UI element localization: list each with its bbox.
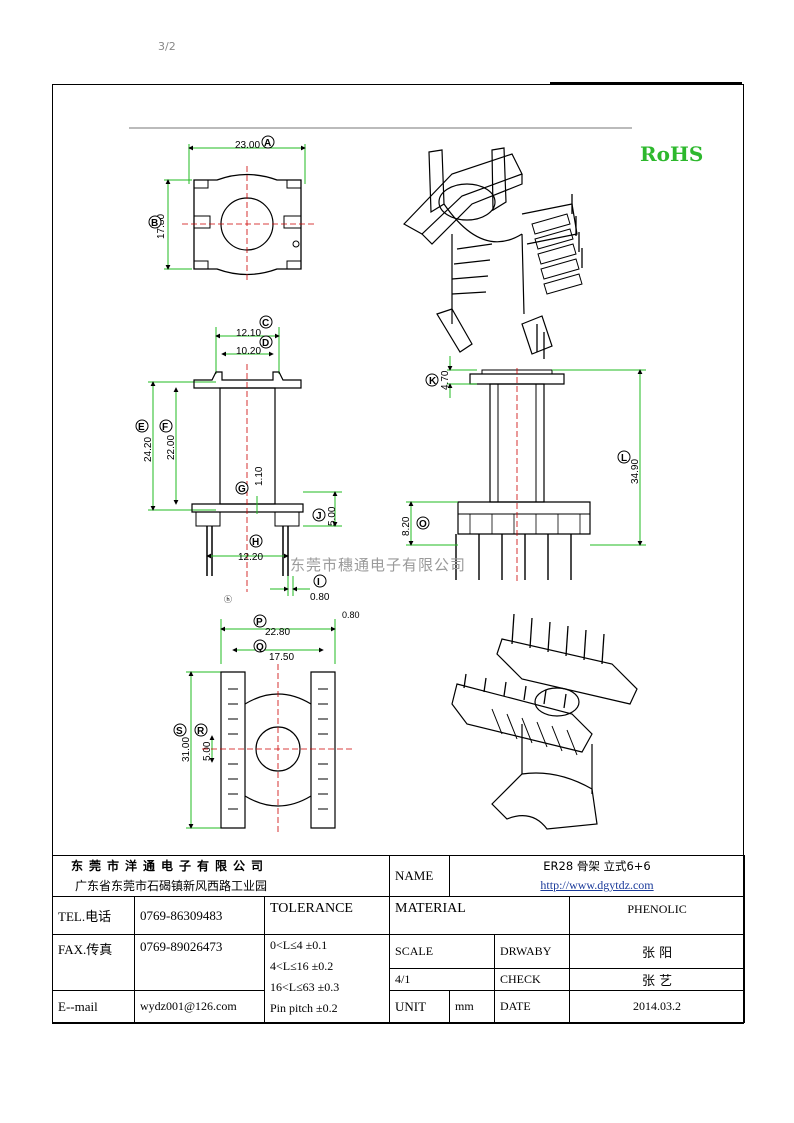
technical-drawing: 23.00 A 17.80 B 12.10 C 10.20 D bbox=[129, 127, 646, 834]
label-r: R bbox=[197, 726, 205, 737]
isometric-view-bottom bbox=[451, 613, 638, 830]
tel-value: 0769-86309483 bbox=[134, 896, 265, 935]
tolerance-row: 16<L≤63 ±0.3 bbox=[270, 980, 340, 994]
check-label: CHECK bbox=[494, 968, 571, 991]
frame-tab bbox=[550, 82, 742, 85]
tolerance-row: 0<L≤4 ±0.1 bbox=[270, 938, 328, 952]
unit-label: UNIT bbox=[389, 990, 451, 1023]
date-label: DATE bbox=[494, 990, 571, 1023]
page-mark: 3/2 bbox=[158, 40, 176, 53]
dim-p-value: 22.80 bbox=[265, 627, 290, 638]
top-view: 23.00 A 17.80 B bbox=[148, 135, 314, 282]
label-s: S bbox=[176, 726, 183, 737]
label-i: I bbox=[317, 577, 320, 588]
title-block: 东莞市洋通电子有限公司 NAME ER28 骨架 立式6+6 广东省东莞市石碣镇… bbox=[51, 855, 746, 1024]
tolerance-table: 0<L≤4 ±0.1 4<L≤16 ±0.2 16<L≤63 ±0.3 Pin … bbox=[263, 934, 391, 1023]
label-e: E bbox=[138, 422, 145, 433]
material-label: MATERIAL bbox=[389, 896, 571, 935]
dim-c-value: 12.10 bbox=[236, 328, 261, 339]
label-k: K bbox=[429, 376, 437, 387]
isometric-view-top bbox=[403, 147, 583, 359]
label-l: L bbox=[621, 453, 627, 464]
dim-d-value: 10.20 bbox=[236, 346, 261, 357]
company-address: 广东省东莞市石碣镇新风西路工业园 bbox=[51, 875, 391, 897]
fax-label: FAX.传真 bbox=[52, 934, 135, 991]
dim-f-value: 22.00 bbox=[166, 435, 177, 460]
label-o: O bbox=[419, 519, 427, 530]
drawing-frame bbox=[52, 84, 744, 1024]
watermark: 东莞市穗通电子有限公司 bbox=[290, 556, 467, 574]
date-value: 2014.03.2 bbox=[569, 990, 746, 1023]
dim-e-value: 24.20 bbox=[143, 437, 154, 462]
dim-r-value: 5.00 bbox=[202, 741, 213, 761]
drawn-value: 张 阳 bbox=[569, 934, 746, 969]
label-c: C bbox=[262, 318, 269, 329]
name-value: ER28 骨架 立式6+6 bbox=[449, 855, 746, 876]
check-value: 张 艺 bbox=[569, 968, 746, 991]
dim-q-value: 17.50 bbox=[269, 652, 294, 663]
dim-a-value: 23.00 bbox=[235, 140, 260, 151]
dim-s-value: 31.00 bbox=[181, 737, 192, 762]
dim-l-value: 34.90 bbox=[630, 459, 641, 484]
label-g: G bbox=[238, 484, 246, 495]
dim-h-value: 12.20 bbox=[238, 552, 263, 563]
label-p: P bbox=[256, 617, 263, 628]
dim-k-value: 4.70 bbox=[440, 370, 451, 390]
email-label: E--mail bbox=[52, 990, 135, 1023]
side-view: 4.70 K 34.90 L 8.20 O bbox=[401, 356, 646, 584]
scale-value: 4/1 bbox=[389, 968, 496, 991]
rohs-mark: RoHS bbox=[640, 142, 704, 166]
tolerance-row: 4<L≤16 ±0.2 bbox=[270, 959, 334, 973]
dim-i-value: 0.80 bbox=[310, 592, 330, 603]
label-f: F bbox=[162, 422, 168, 433]
name-label: NAME bbox=[389, 855, 451, 897]
email-value: wydz001@126.com bbox=[134, 990, 265, 1023]
label-j: J bbox=[316, 511, 322, 522]
label-h: H bbox=[252, 537, 259, 548]
dim-g-value: 1.10 bbox=[254, 466, 265, 486]
fax-value: 0769-89026473 bbox=[134, 934, 265, 991]
tolerance-row: Pin pitch ±0.2 bbox=[270, 1001, 338, 1015]
dim-j-value: 5.00 bbox=[327, 506, 338, 526]
dim-o-value: 8.20 bbox=[401, 516, 412, 536]
dim-p-top-value: 0.80 bbox=[342, 610, 360, 620]
dim-b-value: 17.80 bbox=[156, 214, 167, 239]
label-q: Q bbox=[256, 642, 264, 653]
tolerance-label: TOLERANCE bbox=[263, 896, 391, 935]
company-name: 东莞市洋通电子有限公司 bbox=[51, 855, 391, 876]
unit-value: mm bbox=[449, 990, 496, 1023]
material-value: PHENOLIC bbox=[569, 896, 746, 935]
website-link[interactable]: http://www.dgytdz.com bbox=[540, 878, 654, 893]
bottom-view: 22.80 P 0.80 17.50 Q 31.00 S 5.00 R bbox=[173, 610, 360, 834]
scale-label: SCALE bbox=[389, 934, 496, 969]
label-b: B bbox=[151, 218, 158, 229]
front-view: 12.10 C 10.20 D 24.20 E 22.00 F 1.10 G bbox=[135, 315, 342, 603]
label-d: D bbox=[262, 338, 269, 349]
svg-text:ⓗ: ⓗ bbox=[224, 595, 232, 604]
label-a: A bbox=[264, 138, 271, 149]
drawn-label: DRWABY bbox=[494, 934, 571, 969]
tel-label: TEL.电话 bbox=[52, 896, 135, 935]
